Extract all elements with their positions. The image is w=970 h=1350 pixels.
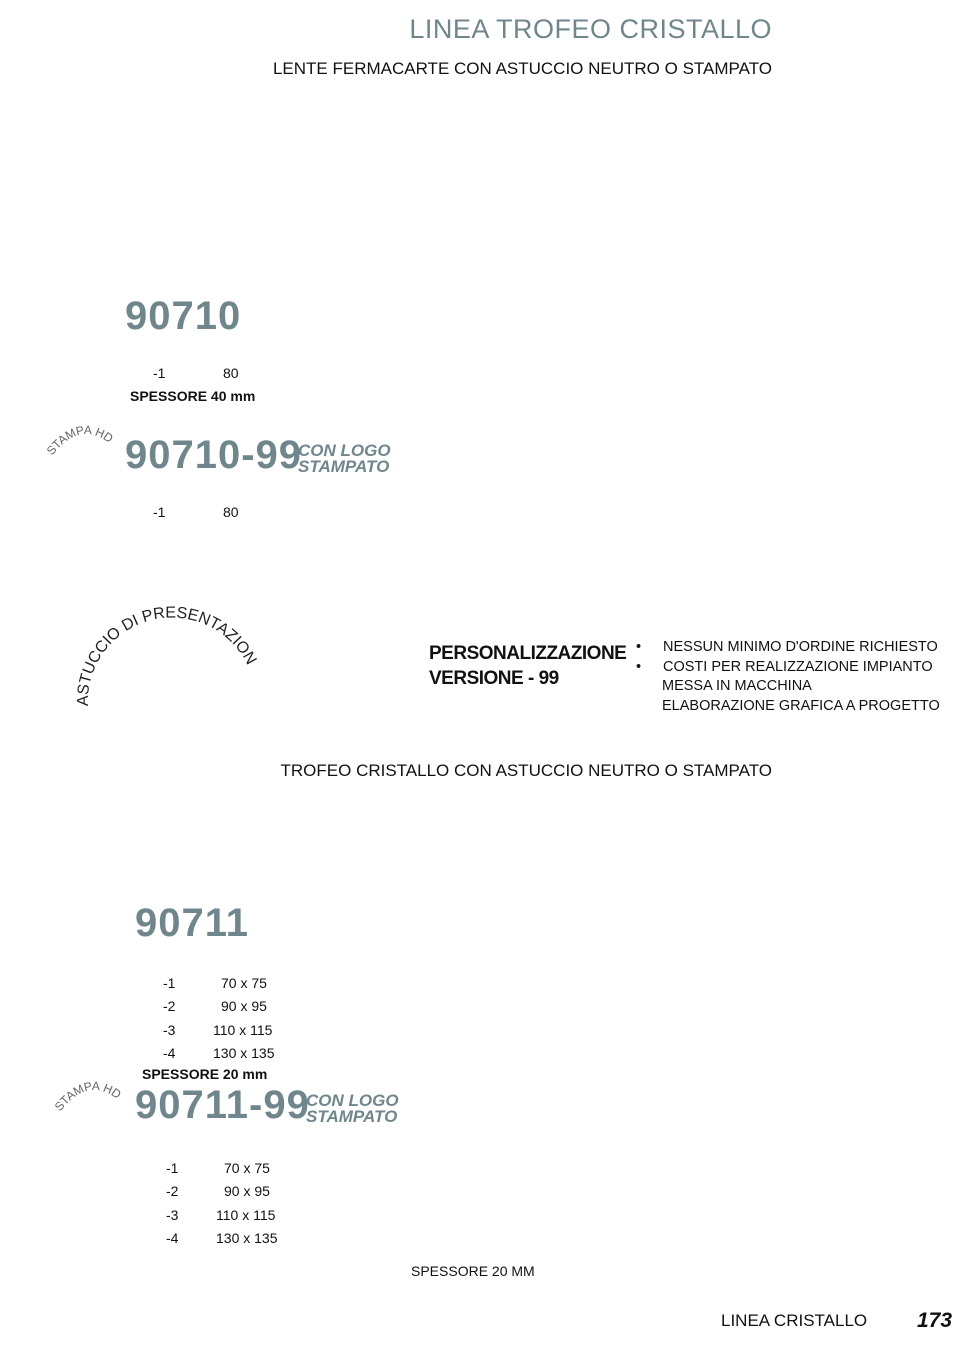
bullet-continuation: MESSA IN MACCHINA — [662, 678, 812, 694]
logo-label: CON LOGO STAMPATO — [306, 1091, 399, 1126]
page-number: 173 — [917, 1309, 953, 1332]
subtitle-1: LENTE FERMACARTE CON ASTUCCIO NEUTRO O S… — [272, 59, 772, 78]
thickness-label: SPESSORE 20 mm — [142, 1066, 268, 1082]
stamp-hd-label-2: STAMPA HD — [52, 1079, 124, 1114]
bullet-continuation: ELABORAZIONE GRAFICA A PROGETTO — [662, 697, 940, 714]
personalization-heading: PERSONALIZZAZIONE VERSIONE - 99 — [429, 641, 627, 691]
product-code-90711-99: 90711-99 — [135, 1083, 310, 1127]
subtitle-2: TROFEO CRISTALLO CON ASTUCCIO NEUTRO O S… — [280, 761, 772, 780]
personalization-version: VERSIONE - 99 — [429, 668, 559, 689]
logo-line2: STAMPATO — [306, 1107, 398, 1126]
product-code-90710-99: 90710-99 — [125, 433, 303, 477]
case-label: ASTUCCIO DI PRESENTAZIONE — [0, 0, 259, 706]
logo-line1: CON LOGO — [306, 1091, 399, 1110]
personalization-list: •NESSUN MINIMO D'ORDINE RICHIESTO •COSTI… — [636, 638, 940, 716]
thickness-label: SPESSORE 40 mm — [130, 388, 256, 404]
bullet-item: •NESSUN MINIMO D'ORDINE RICHIESTO — [636, 639, 938, 655]
page-title: LINEA TROFEO CRISTALLO — [409, 14, 772, 44]
size-value: 80 — [223, 365, 239, 381]
product-code-90711: 90711 — [135, 901, 250, 945]
product-code-90710: 90710 — [125, 294, 242, 338]
size-value: 80 — [223, 504, 239, 520]
footer-section: LINEA CRISTALLO — [721, 1311, 868, 1330]
logo-label: CON LOGO STAMPATO — [298, 441, 391, 476]
thickness-note: SPESSORE 20 MM — [411, 1263, 535, 1279]
bullet-item: •COSTI PER REALIZZAZIONE IMPIANTO — [636, 658, 933, 675]
stamp-hd-label-1: STAMPA HD — [44, 423, 116, 458]
logo-line2: STAMPATO — [298, 457, 390, 476]
logo-line1: CON LOGO — [298, 441, 391, 460]
size-suffix: -1 — [153, 365, 166, 381]
size-suffix: -1 — [153, 504, 166, 520]
personalization-line1: PERSONALIZZAZIONE — [429, 643, 627, 664]
